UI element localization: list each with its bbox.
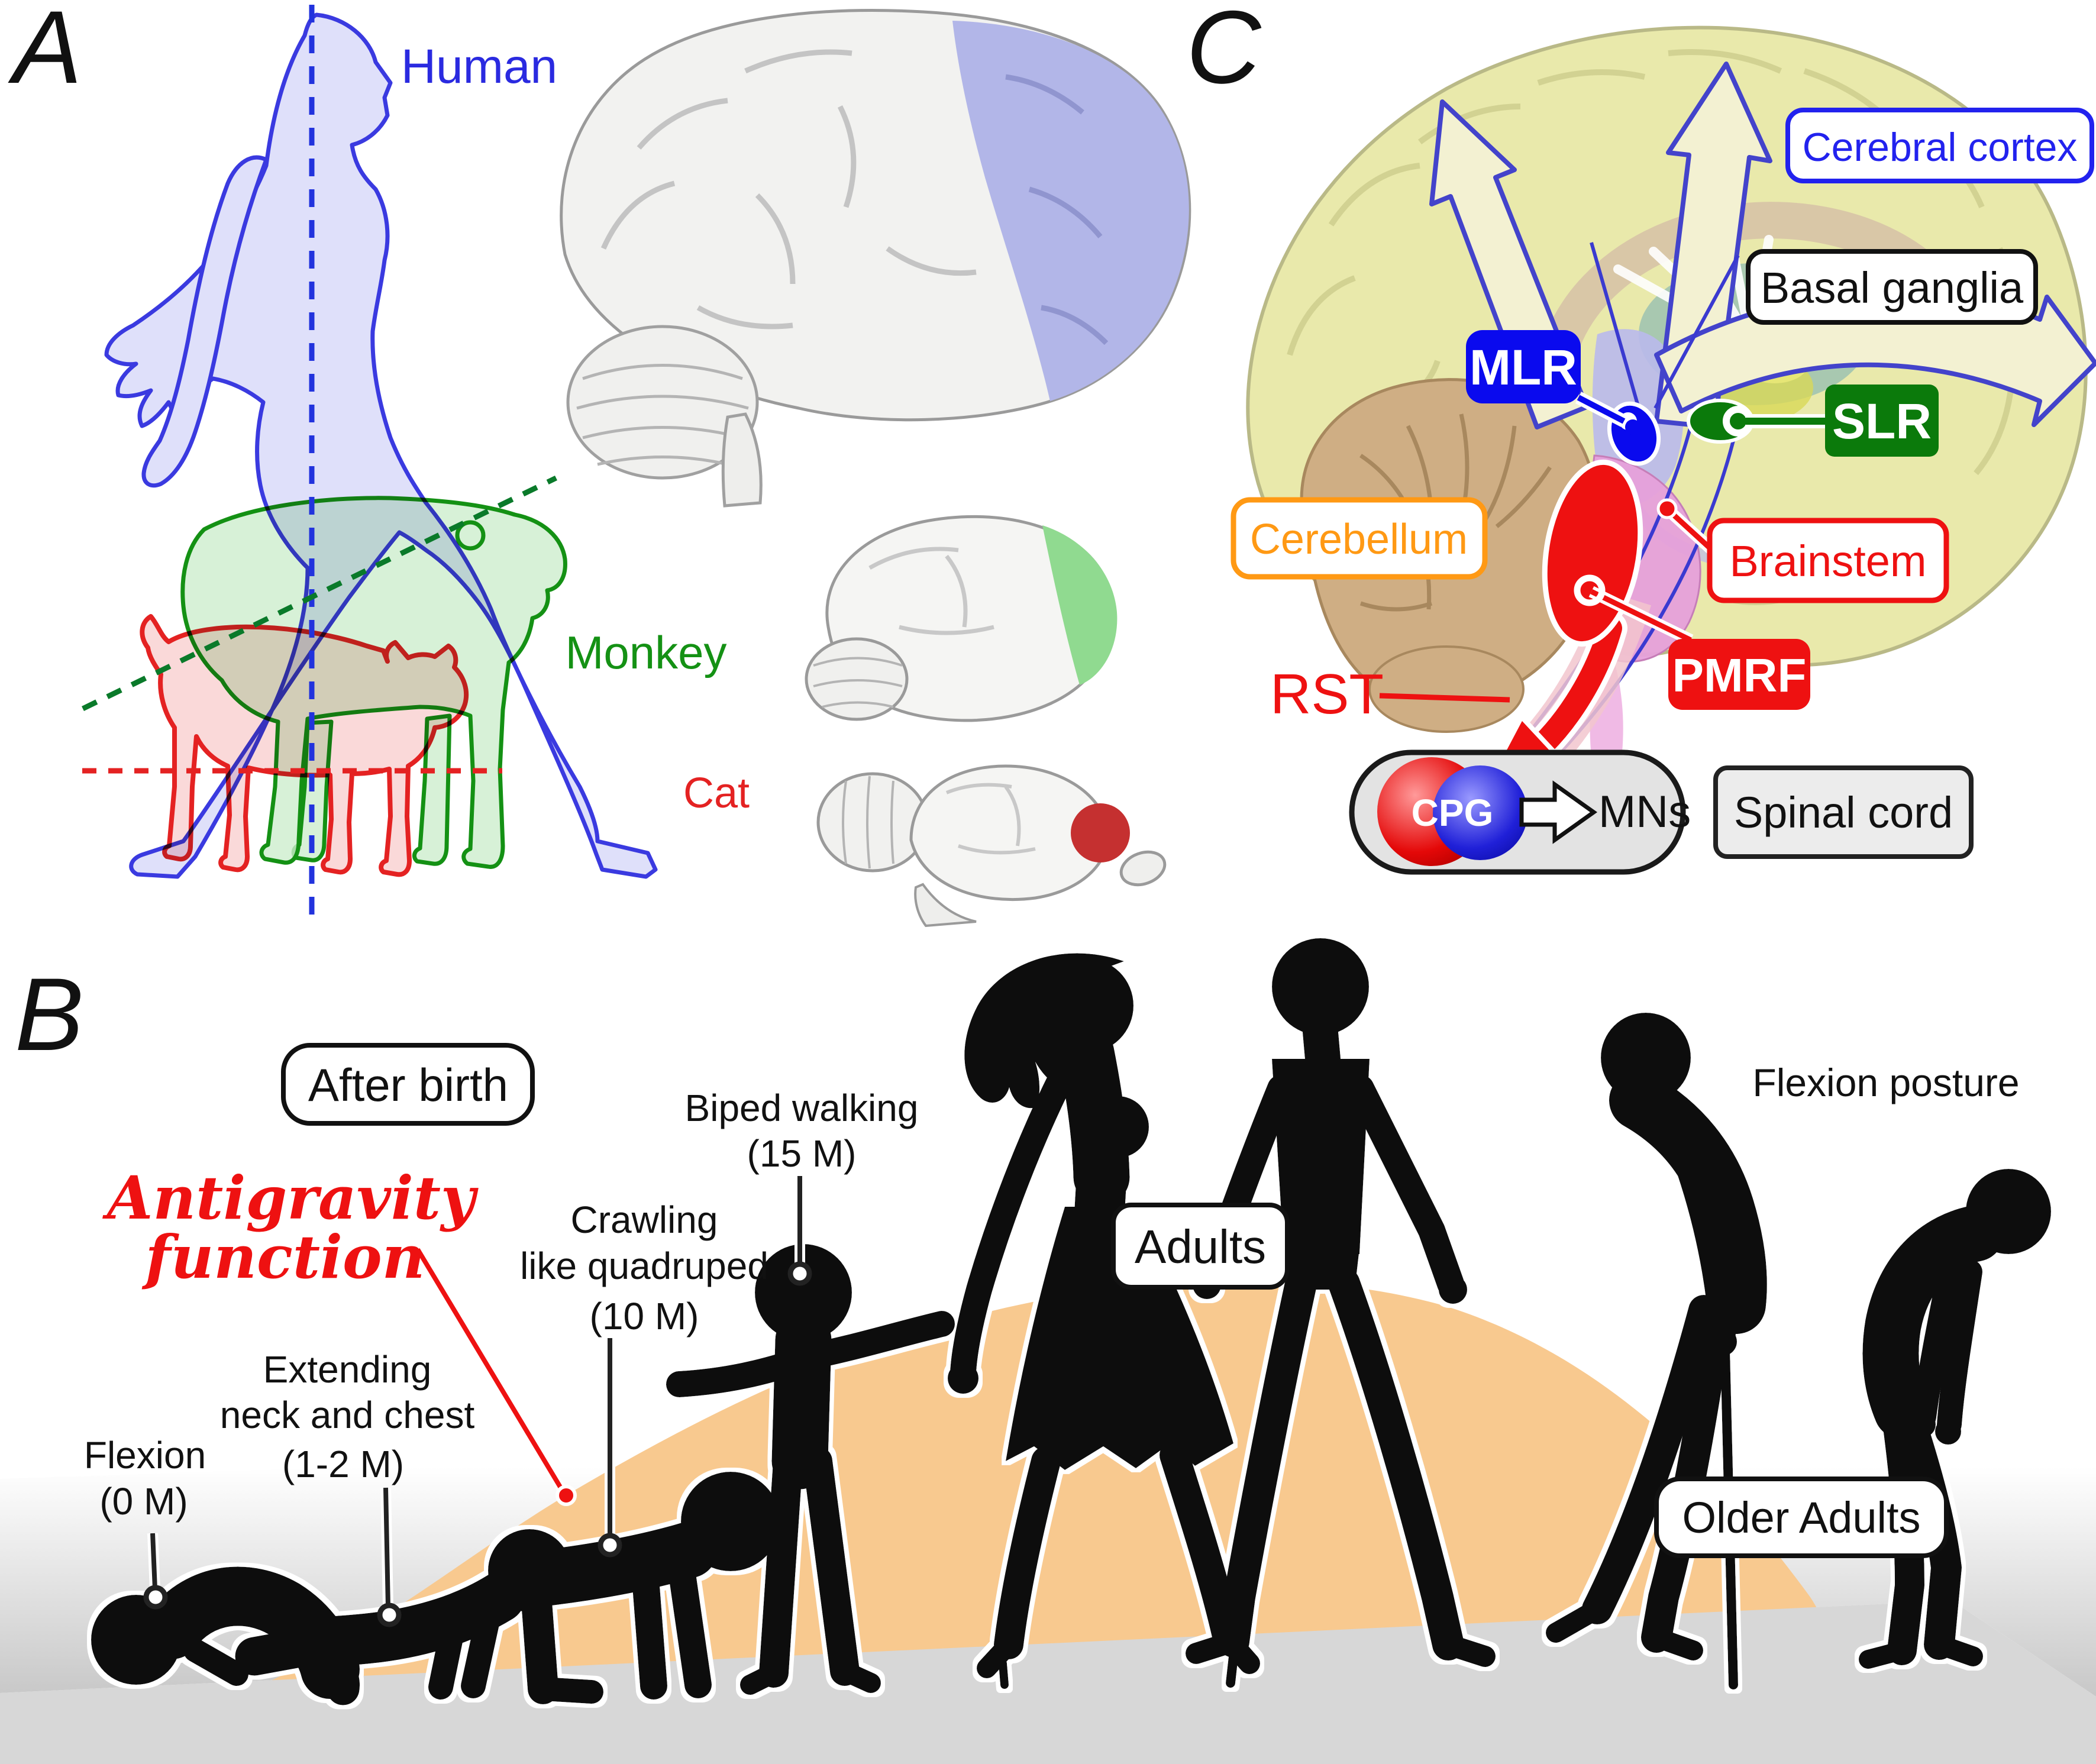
crawling-baby-silhouette (504, 1472, 780, 1704)
crawling-leader-dot (598, 1533, 622, 1558)
after-birth-box (281, 1043, 535, 1126)
lifespan-silhouettes (91, 938, 2051, 1705)
slr-box (1825, 385, 1939, 457)
flexion-posture-label: Flexion posture (1752, 1061, 2019, 1104)
crawling-label-line1: Crawling (571, 1198, 718, 1241)
antigravity-label-line1: Antigravity (102, 1163, 479, 1233)
older-adults-box (1654, 1477, 1949, 1558)
after-birth-label: After birth (308, 1059, 508, 1111)
pmrf-label: PMRF (1672, 649, 1807, 702)
panel-c-letter: C (1186, 0, 1262, 105)
biped-leader-dot (787, 1261, 812, 1286)
spinal-cord-label: Spinal cord (1734, 788, 1953, 837)
basal-ganglia-label: Basal ganglia (1761, 263, 2024, 312)
panel-a-letter: A (8, 0, 82, 105)
biped-label-line1: Biped walking (685, 1087, 919, 1129)
panel-c: CPG MNs Spinal cord Cerebral cortex Basa… (1186, 0, 2096, 875)
cat-frontal-region (1071, 803, 1130, 862)
crawling-label-line2: like quadruped (520, 1245, 768, 1287)
cpg-to-mns-arrow-icon (1519, 780, 1598, 844)
monkey-frontal-lobe (1042, 525, 1118, 685)
flexion-leader-dot (143, 1585, 168, 1610)
adult-man-silhouette (1186, 938, 1496, 1667)
adults-label: Adults (1135, 1220, 1266, 1273)
brainstem-box (1707, 518, 1949, 603)
cat-olfactory-bulb (1119, 850, 1167, 887)
slr-label: SLR (1832, 393, 1932, 449)
human-brainstem (721, 412, 763, 508)
human-brain-gyri (600, 49, 977, 329)
human-label: Human (401, 40, 557, 93)
cat-cerebellum (816, 772, 929, 873)
cerebellum-box (1231, 497, 1488, 580)
floor-front-face (0, 1601, 2096, 1764)
extending-label-line3: (1-2 M) (282, 1443, 404, 1485)
human-frontal-gyri (1005, 74, 1109, 345)
cpg-label: CPG (1412, 791, 1494, 834)
human-cerebellum-striations (576, 364, 749, 466)
older-adults-label: Older Adults (1682, 1493, 1920, 1542)
panel-a: A Human Monkey Cat (8, 0, 1191, 928)
toddler-silhouette (666, 1244, 955, 1695)
rst-label: RST (1270, 663, 1384, 726)
antigravity-leader-dot (556, 1485, 577, 1506)
monkey-cerebellum (805, 637, 909, 721)
cat-label: Cat (683, 770, 750, 817)
leader-lines-c (1379, 392, 1825, 703)
cerebral-cortex-label: Cerebral cortex (1803, 125, 2078, 170)
mlr-label: MLR (1470, 340, 1577, 395)
crawling-label-line3: (10 M) (590, 1295, 699, 1337)
pmrf-box (1668, 639, 1810, 710)
cpg-blue-sphere (1433, 765, 1527, 860)
spinal-cord-box (1713, 765, 1974, 859)
flexion-label-line1: Flexion (84, 1434, 206, 1477)
flexion-label-line2: (0 M) (99, 1480, 188, 1523)
biped-label-line2: (15 M) (747, 1132, 857, 1175)
extending-leader-dot (377, 1603, 402, 1627)
basal-ganglia-box (1746, 249, 2038, 325)
antigravity-label-line2: function (142, 1222, 425, 1292)
cerebellum-label: Cerebellum (1250, 516, 1468, 563)
mlr-site-core (1625, 419, 1640, 435)
human-arm (141, 155, 269, 488)
cat-silhouette (140, 614, 469, 877)
leader-lines-b (143, 1176, 812, 1627)
monkey-brain (805, 515, 1118, 722)
brainstem-label: Brainstem (1729, 537, 1926, 586)
cat-brainstem (914, 883, 977, 928)
mlr-box (1466, 330, 1581, 403)
extending-label-line1: Extending (263, 1348, 432, 1391)
monkey-axis-dashed-line (82, 475, 557, 712)
extending-label-line2: neck and chest (220, 1394, 475, 1436)
monkey-ear (455, 520, 486, 551)
older-man-cane-silhouette (1546, 1013, 1767, 1689)
human-cerebellum (566, 325, 759, 480)
panel-b: B After birth Antigravity function Flexi… (0, 938, 2096, 1764)
human-brain (560, 9, 1191, 508)
monkey-label: Monkey (565, 626, 726, 679)
panel-b-letter: B (15, 957, 84, 1072)
cat-brain (816, 764, 1167, 928)
adult-woman-silhouette (948, 953, 1260, 1689)
adults-box (1111, 1203, 1290, 1290)
mns-label: MNs (1598, 787, 1691, 837)
cerebral-cortex-box (1785, 108, 2094, 183)
rst-tract (1525, 616, 1622, 762)
